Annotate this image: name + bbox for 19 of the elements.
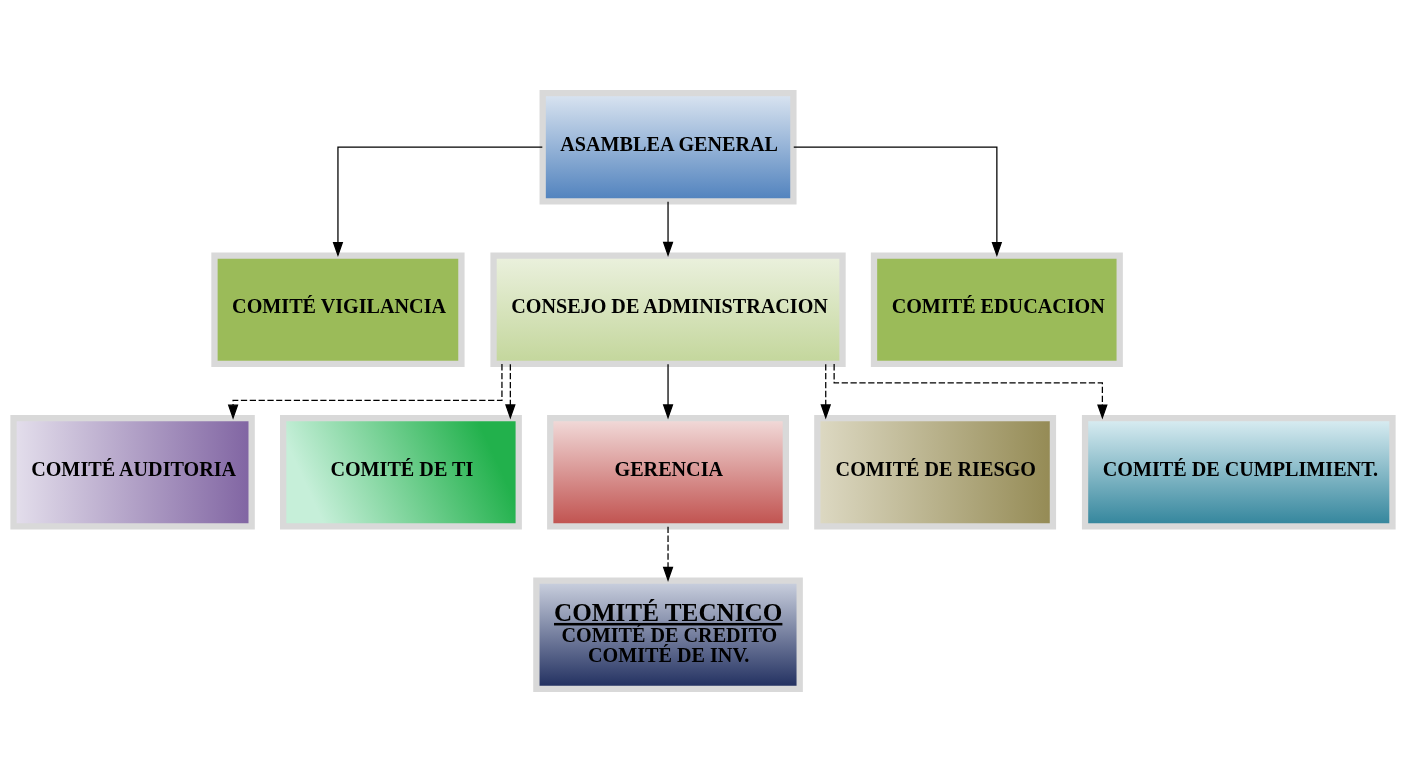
- node-box: ASAMBLEA GENERAL: [539, 89, 797, 205]
- node-box: COMITÉ EDUCACION: [870, 251, 1123, 367]
- arrow: [227, 362, 503, 420]
- node-box: CONSEJO DE ADMINISTRACION: [490, 251, 846, 367]
- node-box: GERENCIA: [547, 414, 789, 530]
- arrow: [332, 146, 543, 257]
- arrow: [662, 200, 674, 257]
- arrow: [505, 363, 516, 419]
- node-box: COMITÉ TECNICO COMITÉ DE CREDITO COMITÉ DE INV.: [533, 576, 803, 692]
- arrow: [793, 146, 1003, 257]
- node-box: COMITÉ DE CUMPLIMIENT.: [1081, 414, 1396, 530]
- node-box: COMITÉ AUDITORIA: [10, 414, 255, 530]
- arrow: [820, 363, 832, 419]
- node-box: COMITÉ DE RIESGO: [814, 414, 1057, 530]
- arrow: [662, 525, 674, 582]
- arrow: [662, 363, 674, 419]
- node-box: COMITÉ DE TI: [280, 414, 522, 530]
- node-box: COMITÉ VIGILANCIA: [211, 251, 465, 367]
- arrow: [833, 362, 1108, 420]
